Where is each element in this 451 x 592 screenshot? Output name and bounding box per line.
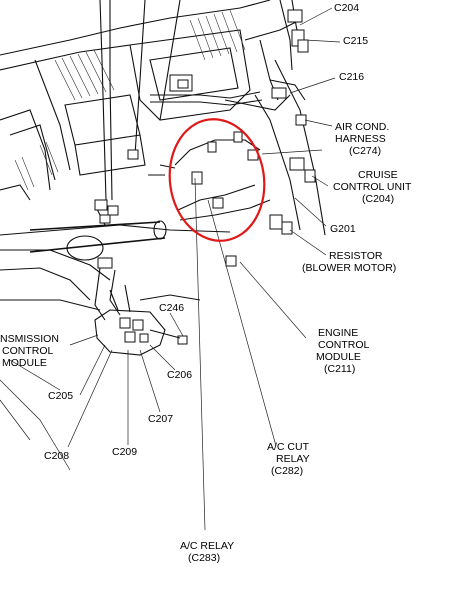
labels: C204 C215 C216 AIR COND. HARNESS (C274) … xyxy=(0,2,412,564)
label-trans-3: MODULE xyxy=(2,357,47,369)
label-c208: C208 xyxy=(44,450,69,462)
label-c206: C206 xyxy=(167,369,192,381)
label-ac-cut-3: (C282) xyxy=(271,465,303,477)
label-engine-4: (C211) xyxy=(324,363,355,375)
label-engine-3: MODULE xyxy=(316,351,361,363)
wire-harness xyxy=(94,0,316,356)
label-cruise-1: CRUISE xyxy=(358,169,398,181)
label-cruise-2: CONTROL UNIT xyxy=(333,181,412,193)
label-c204-top: C204 xyxy=(334,2,359,14)
label-ac-relay-2: (C283) xyxy=(188,552,220,564)
label-air-cond-2: HARNESS xyxy=(335,133,386,145)
label-ac-cut-2: RELAY xyxy=(276,453,310,465)
label-c209: C209 xyxy=(112,446,137,458)
label-c246: C246 xyxy=(159,302,184,314)
label-engine-2: CONTROL xyxy=(318,339,369,351)
label-air-cond-1: AIR COND. xyxy=(335,121,389,133)
label-ac-cut-1: A/C CUT xyxy=(267,441,310,453)
dashboard-housing xyxy=(0,0,326,471)
label-cruise-3: (C204) xyxy=(362,193,394,205)
label-resistor-2: (BLOWER MOTOR) xyxy=(302,262,396,274)
label-ac-relay-1: A/C RELAY xyxy=(180,540,234,552)
label-air-cond-3: (C274) xyxy=(349,145,381,157)
label-c215: C215 xyxy=(343,35,368,47)
label-c207: C207 xyxy=(148,413,173,425)
label-c205: C205 xyxy=(48,390,73,402)
label-g201: G201 xyxy=(330,223,356,235)
label-c216: C216 xyxy=(339,71,364,83)
label-trans-2: CONTROL xyxy=(2,345,53,357)
label-engine-1: ENGINE xyxy=(318,327,358,339)
label-resistor-1: RESISTOR xyxy=(329,250,383,262)
leader-lines xyxy=(67,7,341,531)
highlight-circle xyxy=(168,118,266,242)
label-trans-1: NSMISSION xyxy=(0,333,59,345)
